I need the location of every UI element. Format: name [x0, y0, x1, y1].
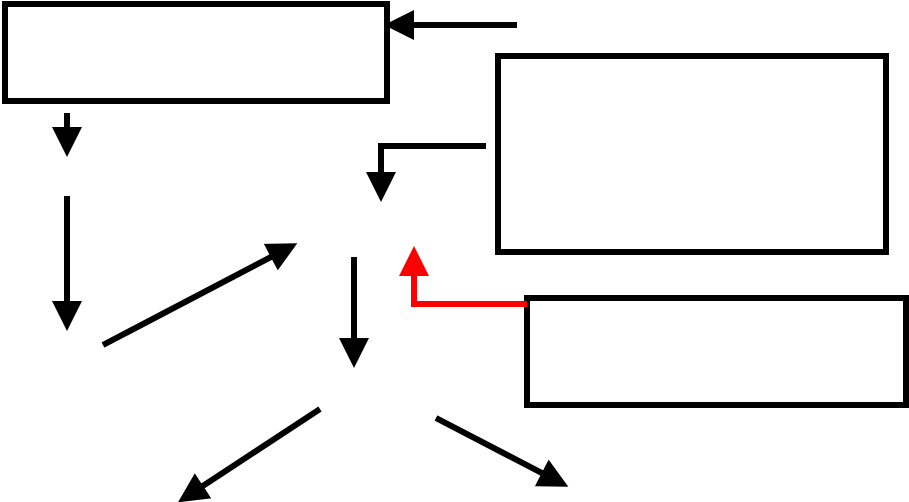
top-left-box [2, 1, 390, 104]
arrow-diagonal-up-right [101, 243, 298, 348]
arrow-from-right-lower-box-elbow [399, 246, 527, 307]
right-lower-box-outline [524, 295, 909, 408]
arrow-diagonal-down-left [177, 406, 322, 502]
right-upper-box-outline [495, 53, 889, 255]
arrow-from-right-upper-box-elbow [366, 143, 486, 202]
right-lower-box [524, 295, 909, 408]
top-left-box-outline [2, 1, 390, 104]
right-upper-box [495, 53, 889, 255]
arrow-diagonal-down-right [434, 415, 569, 487]
